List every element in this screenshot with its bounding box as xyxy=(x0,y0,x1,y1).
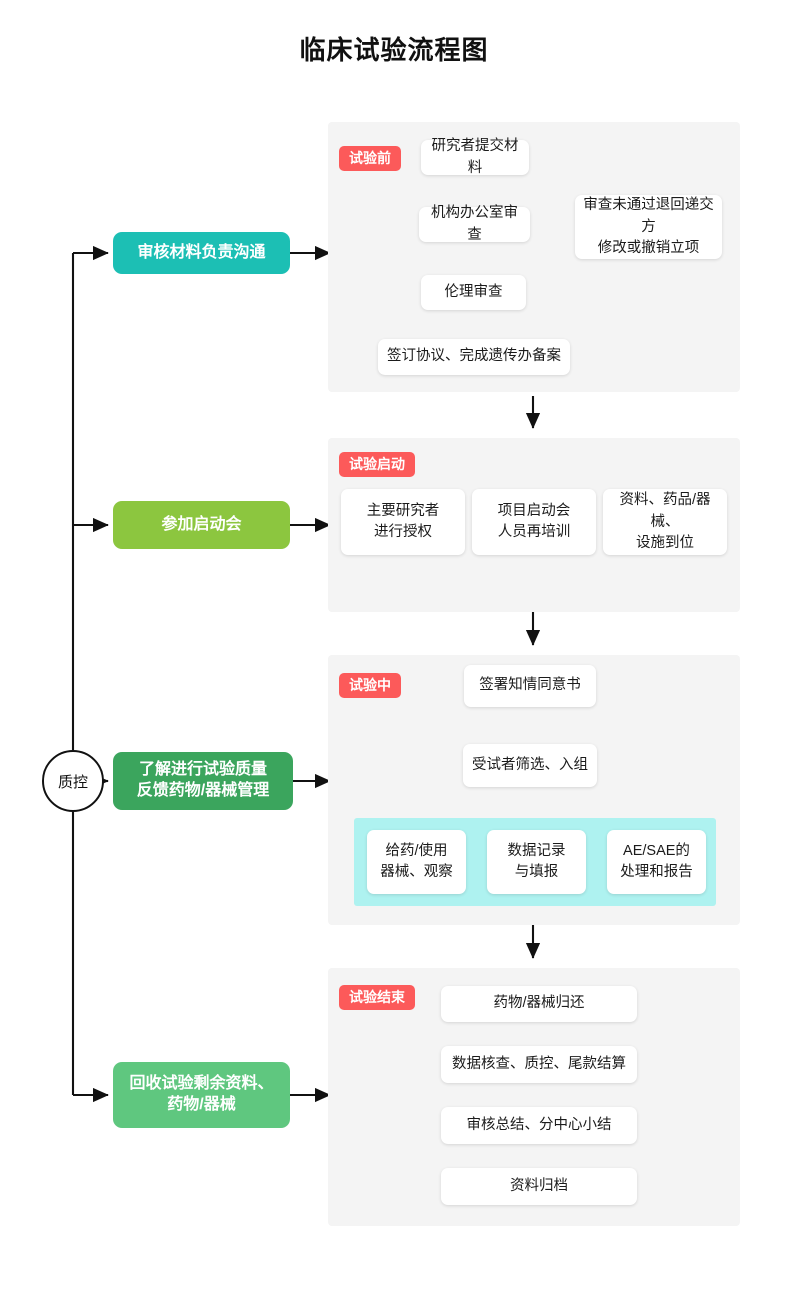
node-submit[interactable]: 研究者提交材料 xyxy=(421,138,529,176)
node-datarec-line1: 数据记录 xyxy=(507,842,566,859)
node-consent[interactable]: 签署知情同意书 xyxy=(464,665,596,707)
node-return[interactable]: 药物/器械归还 xyxy=(441,986,637,1022)
node-screening[interactable]: 受试者筛选、入组 xyxy=(463,744,597,787)
page-title: 临床试验流程图 xyxy=(299,35,489,65)
node-supplies-line2: 设施到位 xyxy=(636,534,694,551)
node-pi-auth-line2: 进行授权 xyxy=(374,524,432,540)
node-reject-line2: 修改或撤销立项 xyxy=(597,239,700,256)
qc-branch-arrows xyxy=(73,245,109,1103)
node-datarec-line2: 与填报 xyxy=(514,864,559,880)
role-box-recover[interactable]: 回收试验剩余资料、 药物/器械 xyxy=(113,1062,290,1128)
node-dosing[interactable]: 给药/使用 器械、观察 xyxy=(367,830,466,894)
node-office[interactable]: 机构办公室审查 xyxy=(419,205,530,243)
stage-badge-pre: 试验前 xyxy=(339,146,401,172)
stage-badge-during: 试验中 xyxy=(339,673,401,699)
node-retrain-line1: 项目启动会 xyxy=(497,502,571,519)
node-office-label: 机构办公室审查 xyxy=(431,205,518,243)
node-summary-label: 审核总结、分中心小结 xyxy=(466,1116,612,1133)
node-retrain-line2: 人员再培训 xyxy=(497,524,571,540)
node-ethics-label: 伦理审查 xyxy=(444,283,503,300)
role-box-quality-line1: 了解进行试验质量 xyxy=(138,761,267,779)
node-dosing-line2: 器械、观察 xyxy=(380,864,453,880)
node-screening-label: 受试者筛选、入组 xyxy=(472,756,588,773)
stage-badge-start: 试验启动 xyxy=(339,452,415,478)
node-submit-label: 研究者提交材料 xyxy=(431,138,519,176)
node-return-label: 药物/器械归还 xyxy=(493,995,585,1012)
node-reject-line1: 审查未通过退回递交方 xyxy=(583,197,714,235)
node-retrain[interactable]: 项目启动会 人员再培训 xyxy=(472,489,596,555)
node-ae-line2: 处理和报告 xyxy=(620,864,693,880)
node-verify[interactable]: 数据核查、质控、尾款结算 xyxy=(441,1046,637,1083)
node-verify-label: 数据核查、质控、尾款结算 xyxy=(452,1055,626,1072)
node-ae-line1: AE/SAE的 xyxy=(623,842,690,859)
node-agreement[interactable]: 签订协议、完成遗传办备案 xyxy=(378,339,570,375)
stage-badge-end: 试验结束 xyxy=(339,985,415,1011)
role-box-review-label: 审核材料负责沟通 xyxy=(137,243,266,261)
node-consent-label: 签署知情同意书 xyxy=(479,677,581,694)
node-ethics[interactable]: 伦理审查 xyxy=(421,275,526,310)
role-box-kickoff-label: 参加启动会 xyxy=(161,515,242,533)
node-reject[interactable]: 审查未通过退回递交方 修改或撤销立项 xyxy=(575,195,722,259)
node-archive[interactable]: 资料归档 xyxy=(441,1168,637,1205)
role-to-stage-arrows xyxy=(290,245,331,1103)
role-box-review[interactable]: 审核材料负责沟通 xyxy=(113,232,290,274)
role-box-recover-line1: 回收试验剩余资料、 xyxy=(129,1075,274,1093)
role-box-quality[interactable]: 了解进行试验质量 反馈药物/器械管理 xyxy=(113,752,293,810)
node-pi-auth-line1: 主要研究者 xyxy=(366,502,440,519)
node-pi-auth[interactable]: 主要研究者 进行授权 xyxy=(341,489,465,555)
role-box-recover-line2: 药物/器械 xyxy=(167,1096,236,1113)
qc-node[interactable]: 质控 xyxy=(42,750,104,812)
role-box-quality-line2: 反馈药物/器械管理 xyxy=(136,782,270,799)
node-agreement-label: 签订协议、完成遗传办备案 xyxy=(387,348,561,365)
role-box-kickoff[interactable]: 参加启动会 xyxy=(113,501,290,549)
node-archive-label: 资料归档 xyxy=(510,1177,568,1194)
node-ae[interactable]: AE/SAE的 处理和报告 xyxy=(607,830,706,894)
qc-node-label: 质控 xyxy=(57,773,88,791)
node-supplies-line1: 资料、药品/器械、 xyxy=(619,492,711,530)
node-supplies[interactable]: 资料、药品/器械、 设施到位 xyxy=(603,489,727,555)
node-summary[interactable]: 审核总结、分中心小结 xyxy=(441,1107,637,1144)
node-dosing-line1: 给药/使用 xyxy=(385,842,448,859)
node-datarec[interactable]: 数据记录 与填报 xyxy=(487,830,586,894)
